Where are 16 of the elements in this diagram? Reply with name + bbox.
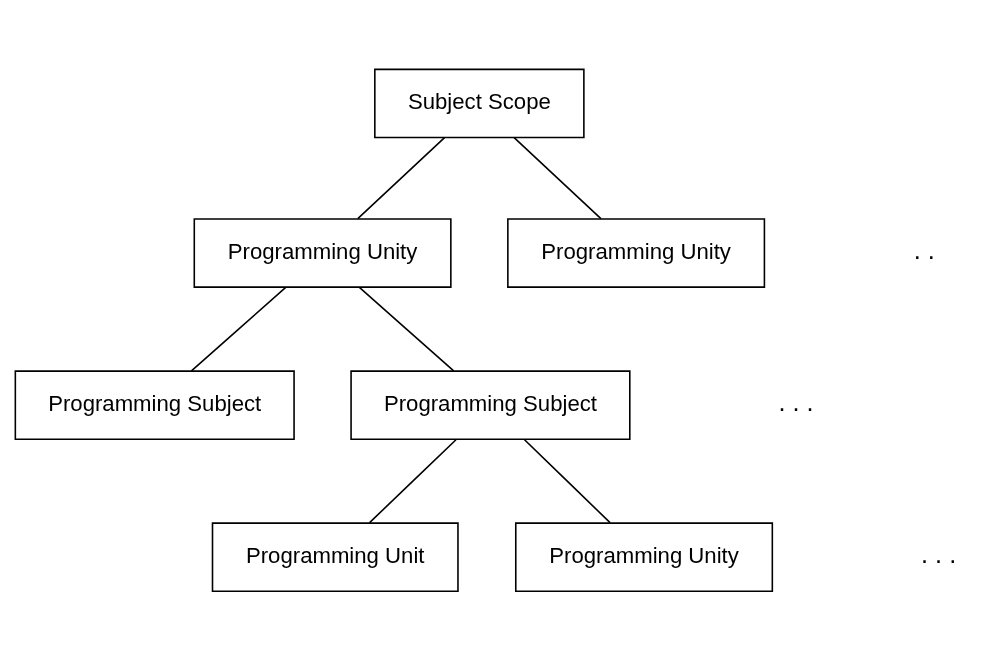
label: . . . — [777, 387, 814, 416]
connector — [190, 286, 287, 372]
label: . . . — [920, 539, 956, 568]
label: . . — [913, 235, 935, 264]
node-box: Programming Subject — [349, 369, 631, 440]
connector — [356, 136, 445, 219]
connector — [368, 438, 457, 523]
connector — [512, 136, 602, 219]
node-box: Subject Scope — [373, 68, 585, 138]
node-box: Programming Subject — [14, 369, 295, 440]
node-box: Programming Unit — [211, 521, 459, 592]
connector — [523, 438, 611, 523]
connector — [358, 286, 454, 372]
node-box: Programming Unity — [193, 217, 452, 288]
node-box: Programming Unity — [514, 521, 773, 592]
node-box: Programming Unity — [506, 217, 765, 288]
